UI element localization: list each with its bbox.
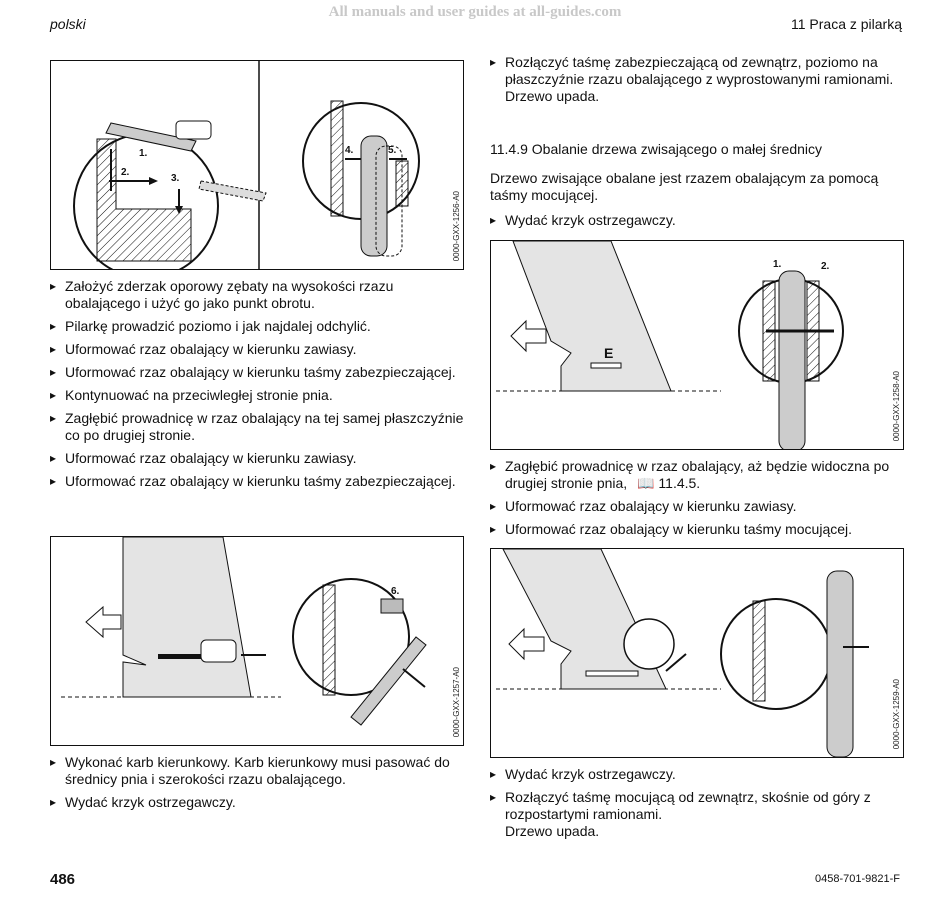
list-item-sub: Drzewo upada. xyxy=(505,823,600,839)
figure-1: 1. 2. 3. 4. 5. 0000-GXX-1256-A0 xyxy=(50,60,464,270)
list-item: Uformować rzaz obalający w kierunku zawi… xyxy=(490,498,910,515)
right-steps-a: Wydać krzyk ostrzegawczy. xyxy=(490,212,910,229)
list-item: Uformować rzaz obalający w kierunku taśm… xyxy=(50,473,470,490)
right-steps-c-wrap: Wydać krzyk ostrzegawczy. Rozłączyć taśm… xyxy=(490,766,910,846)
figure-2: 6. 0000-GXX-1257-A0 xyxy=(50,536,464,746)
list-item: Kontynuować na przeciwległej stronie pni… xyxy=(50,387,470,404)
right-top-steps: Rozłączyć taśmę zabezpieczającą od zewną… xyxy=(490,54,910,105)
list-item: Uformować rzaz obalający w kierunku taśm… xyxy=(490,521,910,538)
list-item: Uformować rzaz obalający w kierunku zawi… xyxy=(50,341,470,358)
fig1-label-3: 3. xyxy=(171,173,180,184)
section-intro: Drzewo zwisające obalane jest rzazem oba… xyxy=(490,170,879,203)
header-language: polski xyxy=(50,16,86,32)
left-column-lower: Wykonać karb kierunkowy. Karb kierunkowy… xyxy=(50,754,470,817)
right-steps-a-wrap: Wydać krzyk ostrzegawczy. xyxy=(490,212,910,235)
figure-4-illustration xyxy=(496,549,869,757)
ref-number: 11.4.5. xyxy=(658,475,701,491)
list-item-text: Rozłączyć taśmę mocującą od zewnątrz, sk… xyxy=(505,789,871,822)
figure-3-illustration: E 1. 2. xyxy=(496,241,844,449)
fig3-label-1: 1. xyxy=(773,259,782,270)
watermark: All manuals and user guides at all-guide… xyxy=(328,4,622,20)
figure-2-code: 0000-GXX-1257-A0 xyxy=(452,667,461,738)
figure-1-illustration: 1. 2. 3. 4. 5. xyxy=(73,61,420,269)
list-item: Wydać krzyk ostrzegawczy. xyxy=(490,766,910,783)
list-item: Rozłączyć taśmę zabezpieczającą od zewną… xyxy=(490,54,910,105)
header-chapter: 11 Praca z pilarką xyxy=(790,16,902,32)
fig3-label-2: 2. xyxy=(821,261,830,272)
fig2-label-6: 6. xyxy=(391,586,400,597)
list-item: Rozłączyć taśmę mocującą od zewnątrz, sk… xyxy=(490,789,910,840)
figure-4-code: 0000-GXX-1259-A0 xyxy=(892,679,901,750)
figure-3-code: 0000-GXX-1258-A0 xyxy=(892,371,901,442)
figure-2-illustration: 6. xyxy=(61,537,427,726)
book-icon: 📖 xyxy=(637,475,655,491)
right-column-top: Rozłączyć taśmę zabezpieczającą od zewną… xyxy=(490,54,910,111)
fig1-label-1: 1. xyxy=(139,148,148,159)
list-item: Wykonać karb kierunkowy. Karb kierunkowy… xyxy=(50,754,470,788)
section-title: 11.4.9 Obalanie drzewa zwisającego o mał… xyxy=(490,141,823,157)
fig3-label-e: E xyxy=(604,345,613,361)
list-item: Wydać krzyk ostrzegawczy. xyxy=(50,794,470,811)
list-item-text: Zagłębić prowadnicę w rzaz obalający, aż… xyxy=(505,458,890,491)
document-code: 0458-701-9821-F xyxy=(814,873,900,885)
figure-4: 0000-GXX-1259-A0 xyxy=(490,548,904,758)
list-item: Wydać krzyk ostrzegawczy. xyxy=(490,212,910,229)
list-item-sub: Drzewo upada. xyxy=(505,88,600,104)
left-steps-b: Wykonać karb kierunkowy. Karb kierunkowy… xyxy=(50,754,470,811)
list-item: Zagłębić prowadnicę w rzaz obalający na … xyxy=(50,410,470,444)
page-number: 486 xyxy=(50,871,76,888)
fig1-label-2: 2. xyxy=(121,167,130,178)
figure-1-code: 0000-GXX-1256-A0 xyxy=(452,191,461,262)
right-steps-b: Zagłębić prowadnicę w rzaz obalający, aż… xyxy=(490,458,910,538)
left-steps-a: Założyć zderzak oporowy zębaty na wysoko… xyxy=(50,278,470,490)
right-steps-c: Wydać krzyk ostrzegawczy. Rozłączyć taśm… xyxy=(490,766,910,840)
left-column: Założyć zderzak oporowy zębaty na wysoko… xyxy=(50,278,470,496)
list-item: Uformować rzaz obalający w kierunku taśm… xyxy=(50,364,470,381)
list-item: Uformować rzaz obalający w kierunku zawi… xyxy=(50,450,470,467)
list-item: Pilarkę prowadzić poziomo i jak najdalej… xyxy=(50,318,470,335)
right-steps-b-wrap: Zagłębić prowadnicę w rzaz obalający, aż… xyxy=(490,458,910,544)
list-item-text: Rozłączyć taśmę zabezpieczającą od zewną… xyxy=(505,54,894,87)
list-item: Założyć zderzak oporowy zębaty na wysoko… xyxy=(50,278,470,312)
fig1-label-5: 5. xyxy=(388,145,397,156)
figure-3: E 1. 2. 0000-GXX-1258-A0 xyxy=(490,240,904,450)
fig1-label-4: 4. xyxy=(345,145,354,156)
list-item: Zagłębić prowadnicę w rzaz obalający, aż… xyxy=(490,458,910,492)
